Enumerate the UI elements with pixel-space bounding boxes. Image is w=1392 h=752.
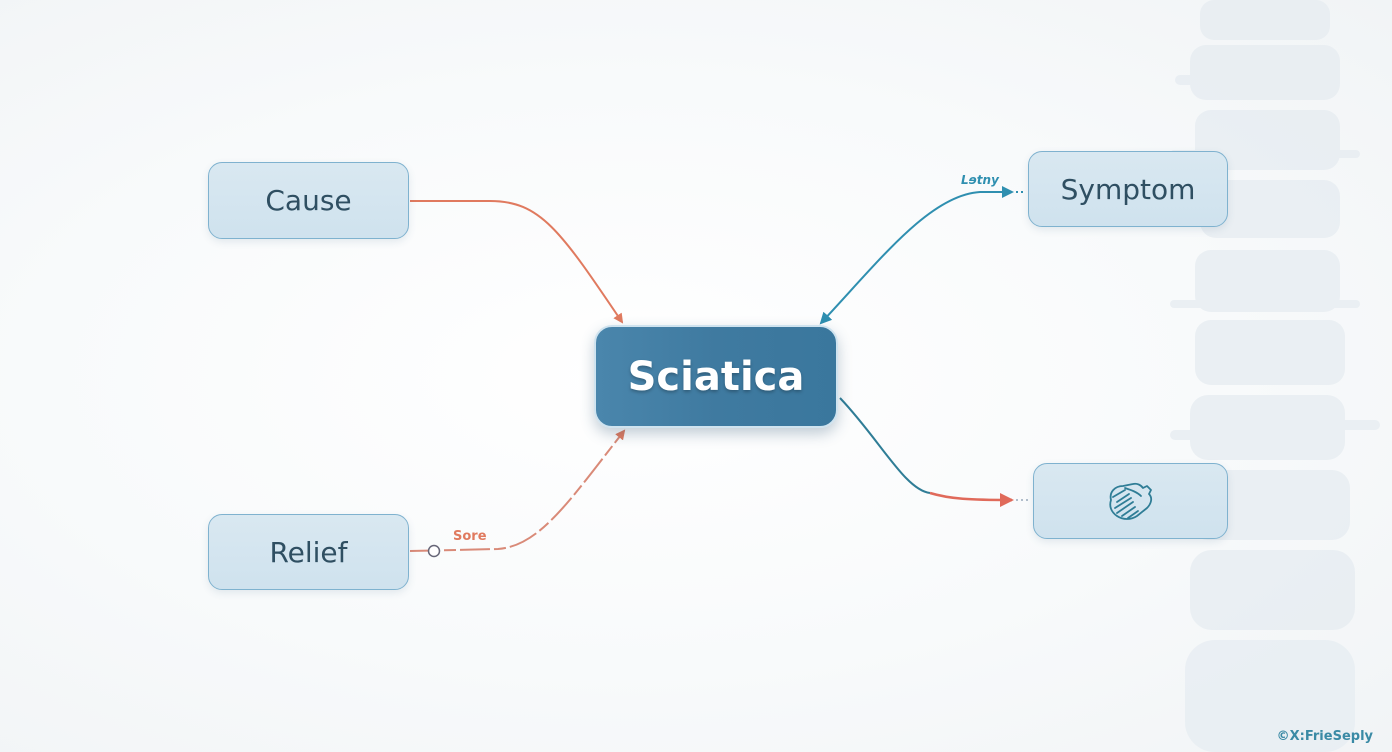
edge-cause-to-sciatica — [410, 200, 624, 324]
edge-relief-to-sciatica — [409, 429, 626, 552]
node-cause[interactable]: Cause — [208, 162, 409, 239]
node-relief-label: Relief — [269, 535, 348, 569]
node-treatment[interactable] — [1033, 463, 1228, 539]
edge-label-symptom: Lɘtny — [961, 173, 999, 187]
edge-sciatica-symptom — [819, 186, 1014, 325]
edge-label-sore: Sore — [453, 529, 487, 544]
edge-relief-connector-dot — [427, 544, 441, 558]
edge-sciatica-to-treatment-red — [929, 491, 1014, 507]
node-cause-label: Cause — [265, 184, 352, 217]
watermark: ©X꞉FrieSeply — [1276, 729, 1373, 744]
node-sciatica-center[interactable]: Sciatica — [594, 325, 838, 428]
edge-sciatica-to-treatment-teal — [839, 397, 931, 494]
node-relief[interactable]: Relief — [208, 514, 409, 590]
node-symptom-label: Symptom — [1060, 172, 1196, 206]
node-symptom[interactable]: Symptom — [1028, 151, 1228, 227]
node-sciatica-label: Sciatica — [627, 353, 805, 400]
handshake-icon — [1108, 482, 1152, 520]
